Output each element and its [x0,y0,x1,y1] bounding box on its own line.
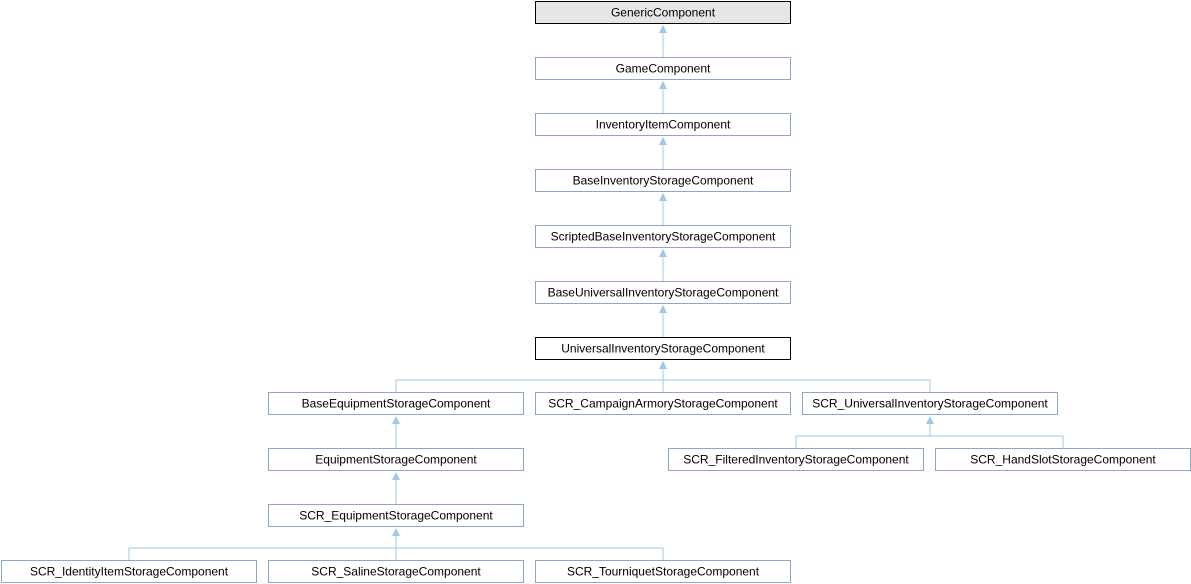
edge-group-generic [659,25,667,57]
edge-group-universal-inventory-storage [395,361,931,392]
inheritance-arrowhead [659,249,667,257]
class-node-box [268,504,524,527]
class-node-box [535,560,791,583]
class-node-box [535,337,791,360]
class-node-box [1,560,257,583]
class-node-label: SCR_EquipmentStorageComponent [299,509,493,523]
class-node-inventory-item[interactable]: InventoryItemComponent [535,113,791,136]
class-node-label: SCR_UniversalInventoryStorageComponent [812,397,1048,411]
class-node-box [535,169,791,192]
class-node-box [535,113,791,136]
class-node-box [535,1,791,24]
class-node-base-equipment-storage[interactable]: BaseEquipmentStorageComponent [268,392,524,415]
inheritance-arrowhead [659,193,667,201]
class-node-box [268,448,524,471]
class-node-scr-identity-item-storage[interactable]: SCR_IdentityItemStorageComponent [1,560,257,583]
class-node-label: SCR_TourniquetStorageComponent [567,565,760,579]
inheritance-arrowhead [659,81,667,89]
class-node-label: GenericComponent [611,6,716,20]
class-node-box [535,281,791,304]
class-node-label: EquipmentStorageComponent [315,453,477,467]
class-node-equipment-storage[interactable]: EquipmentStorageComponent [268,448,524,471]
edge-group-scripted-base-inventory-storage [659,249,667,281]
inheritance-arrowhead [392,528,400,536]
class-node-label: ScriptedBaseInventoryStorageComponent [551,230,776,244]
class-node-game[interactable]: GameComponent [535,57,791,80]
class-node-label: SCR_CampaignArmoryStorageComponent [548,397,778,411]
class-node-box [535,392,791,415]
edges-layer [128,25,1064,560]
inheritance-arrowhead [659,361,667,369]
class-node-label: SCR_SalineStorageComponent [311,565,481,579]
inheritance-arrowhead [659,305,667,313]
inheritance-arrowhead [659,25,667,33]
class-node-scr-tourniquet-storage[interactable]: SCR_TourniquetStorageComponent [535,560,791,583]
class-node-box [535,225,791,248]
class-node-scr-equipment-storage[interactable]: SCR_EquipmentStorageComponent [268,504,524,527]
class-node-base-universal-inventory-storage[interactable]: BaseUniversalInventoryStorageComponent [535,281,791,304]
edge-group-scr-equipment-storage [128,528,664,560]
inheritance-arrowhead [392,472,400,480]
class-node-label: BaseInventoryStorageComponent [573,174,754,188]
class-node-box [668,448,924,471]
class-node-generic[interactable]: GenericComponent [535,1,791,24]
class-node-label: UniversalInventoryStorageComponent [561,342,765,356]
class-node-label: SCR_FilteredInventoryStorageComponent [683,453,909,467]
inheritance-arrowhead [926,416,934,424]
class-node-label: InventoryItemComponent [596,118,731,132]
class-node-box [268,392,524,415]
class-node-scr-saline-storage[interactable]: SCR_SalineStorageComponent [268,560,524,583]
inheritance-arrowhead [659,137,667,145]
class-node-scr-campaign-armory-storage[interactable]: SCR_CampaignArmoryStorageComponent [535,392,791,415]
class-node-scr-hand-slot-storage[interactable]: SCR_HandSlotStorageComponent [935,448,1191,471]
class-node-box [802,392,1058,415]
class-node-scripted-base-inventory-storage[interactable]: ScriptedBaseInventoryStorageComponent [535,225,791,248]
class-node-label: SCR_HandSlotStorageComponent [970,453,1156,467]
class-node-label: BaseUniversalInventoryStorageComponent [548,286,779,300]
class-node-label: SCR_IdentityItemStorageComponent [30,565,229,579]
class-node-universal-inventory-storage[interactable]: UniversalInventoryStorageComponent [535,337,791,360]
edge-group-base-inventory-storage [659,193,667,225]
edge-group-base-equipment-storage [392,416,400,448]
edge-group-equipment-storage [392,472,400,504]
inheritance-arrowhead [392,416,400,424]
class-node-box [268,560,524,583]
class-node-scr-filtered-inventory-storage[interactable]: SCR_FilteredInventoryStorageComponent [668,448,924,471]
edge-group-scr-universal-inventory-storage [795,416,1064,448]
class-node-label: GameComponent [616,62,711,76]
class-node-base-inventory-storage[interactable]: BaseInventoryStorageComponent [535,169,791,192]
class-node-box [535,57,791,80]
edge-group-inventory-item [659,137,667,169]
edge-group-game [659,81,667,113]
class-node-label: BaseEquipmentStorageComponent [302,397,491,411]
edge-group-base-universal-inventory-storage [659,305,667,337]
class-node-scr-universal-inventory-storage[interactable]: SCR_UniversalInventoryStorageComponent [802,392,1058,415]
